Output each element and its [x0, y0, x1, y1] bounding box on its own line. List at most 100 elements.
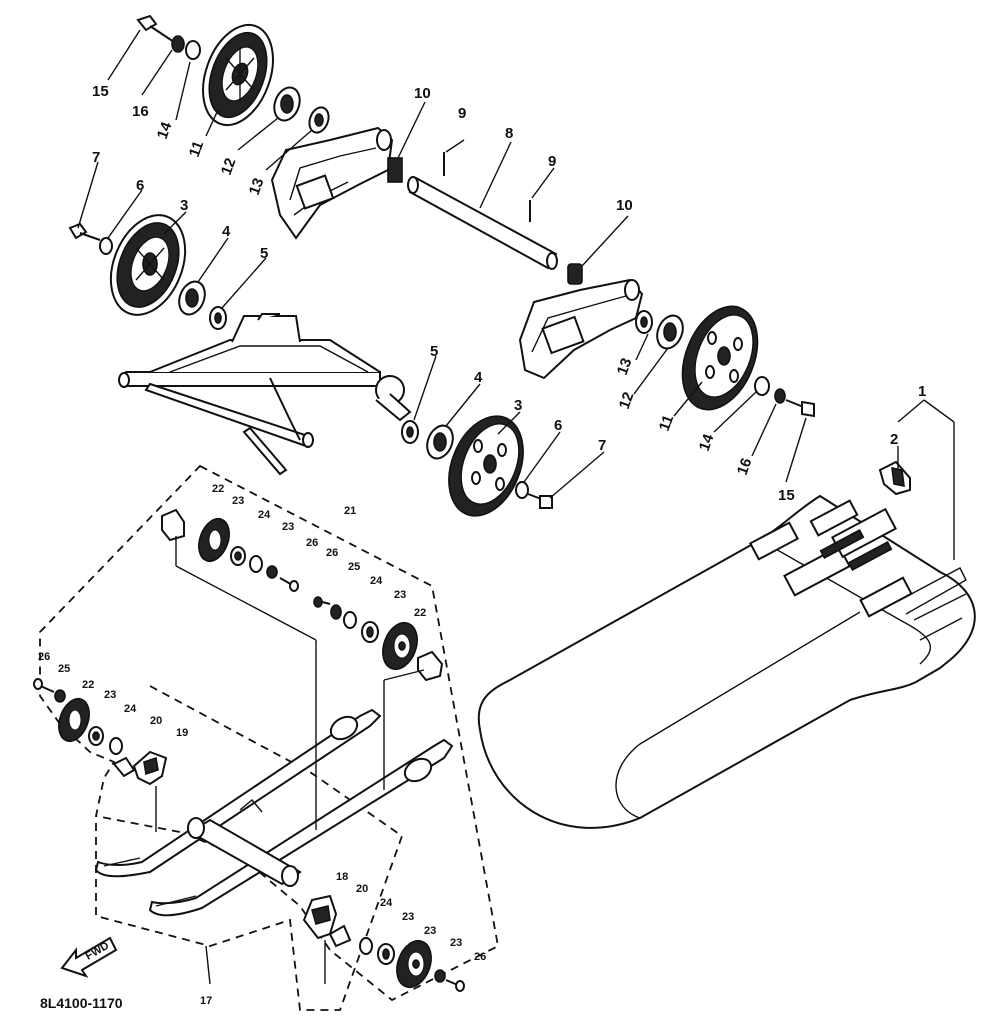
callout-23e: 23	[402, 911, 414, 923]
callout-25b: 25	[58, 663, 70, 675]
bearing-23-left	[88, 726, 104, 746]
callout-6b: 6	[554, 417, 562, 434]
bolt-26-mid	[313, 596, 331, 608]
callout-5: 5	[260, 245, 268, 262]
callout-23f: 23	[424, 925, 436, 937]
runner-rails	[94, 708, 454, 917]
collar-5-left	[209, 306, 227, 330]
swing-arm-right	[518, 278, 644, 380]
callout-10: 10	[414, 85, 431, 102]
callout-22b: 22	[414, 607, 426, 619]
washer-14-right	[754, 376, 770, 396]
callout-26b: 26	[326, 547, 338, 559]
washer-16-top	[171, 35, 185, 53]
callout-3: 3	[180, 197, 188, 214]
wheel-11-top	[202, 23, 274, 127]
callout-23g: 23	[450, 937, 462, 949]
callout-24c: 24	[124, 703, 137, 715]
wheel-22-top	[198, 517, 230, 563]
slide-frame	[118, 313, 412, 476]
callout-15b: 15	[778, 487, 795, 504]
leader-line-e	[383, 669, 425, 681]
wheel-22-mid	[382, 621, 418, 671]
bearing-4-right	[426, 424, 454, 460]
callout-23: 23	[232, 495, 244, 507]
bracket-20-top	[112, 756, 136, 778]
callout-leaders	[77, 29, 955, 560]
group-21-outline	[39, 464, 500, 1002]
group-17-outline	[95, 685, 404, 1011]
wheel-3-right	[448, 415, 524, 517]
washer-16-right	[774, 388, 786, 404]
callout-4: 4	[222, 223, 231, 240]
callout-20: 20	[150, 715, 162, 727]
leader-line-b	[175, 565, 317, 641]
bolt-15-top	[136, 14, 175, 43]
washer-25-left	[54, 689, 66, 703]
callout-25: 25	[348, 561, 360, 573]
callout-17: 17	[200, 995, 212, 1007]
bracket-mid-right	[417, 650, 444, 682]
pin-10-top	[387, 157, 403, 183]
callout-21: 21	[344, 505, 356, 517]
callout-22c: 22	[82, 679, 94, 691]
bearing-23-top	[230, 546, 246, 566]
bracket-20-bottom	[328, 924, 352, 948]
wheel-22-bottom	[396, 939, 432, 989]
collar-5-right	[401, 420, 419, 444]
wheel-11-right	[681, 305, 759, 411]
callout-6: 6	[136, 177, 144, 194]
callout-14b: 14	[696, 431, 718, 453]
bolt-23-top	[266, 565, 278, 579]
wheel-22-left	[58, 697, 90, 743]
washer-6-left	[99, 237, 113, 255]
bolt-7-right	[527, 493, 553, 509]
shaft-8	[407, 176, 558, 270]
bearing-12-right	[656, 314, 684, 350]
callout-5b: 5	[430, 343, 438, 360]
bearing-23-mid	[361, 621, 379, 643]
track-belt	[477, 494, 976, 829]
callout-11b: 11	[656, 413, 677, 434]
callout-23c: 23	[394, 589, 406, 601]
bearing-23-bottom	[377, 943, 395, 965]
callout-12: 12	[218, 156, 240, 177]
callout-10b: 10	[616, 197, 633, 214]
callout-23b: 23	[282, 521, 294, 533]
callout-23d: 23	[104, 689, 116, 701]
callout-24d: 24	[380, 897, 393, 909]
wheel-3-left	[109, 214, 187, 316]
bolt-26-bottom	[445, 979, 465, 992]
bearing-12-top	[273, 86, 301, 122]
callout-15: 15	[92, 83, 109, 100]
callout-7b: 7	[598, 437, 606, 454]
callout-16: 16	[132, 103, 149, 120]
callout-16b: 16	[734, 456, 756, 477]
callout-12b: 12	[616, 390, 638, 411]
callout-18: 18	[336, 871, 348, 883]
callout-19: 19	[176, 727, 188, 739]
swing-arm-left	[270, 126, 394, 240]
callout-7: 7	[92, 149, 100, 166]
callouts: 15 16 14 11 12 13 7 6 3 4 5 10 9 8 9 10 …	[38, 83, 926, 1011]
callout-11: 11	[186, 139, 207, 160]
bracket-top-left	[161, 508, 185, 542]
callout-22: 22	[212, 483, 224, 495]
washer-25-mid	[330, 604, 342, 620]
callout-3b: 3	[514, 397, 522, 414]
pin-10-bottom	[567, 263, 583, 285]
callout-24: 24	[258, 509, 271, 521]
leader-line-h	[205, 945, 211, 985]
bolt-26-left	[33, 678, 55, 693]
callout-14: 14	[154, 119, 176, 141]
callout-2: 2	[890, 431, 898, 448]
bracket-18	[302, 894, 338, 940]
bolt-15-right	[785, 399, 815, 418]
bolt-7-left	[68, 222, 101, 241]
diagram-code: 8L4100-1170	[40, 995, 123, 1011]
bracket-19	[132, 750, 168, 786]
callout-4b: 4	[474, 369, 483, 386]
callout-26d: 26	[474, 951, 486, 963]
callout-9: 9	[458, 105, 466, 122]
callout-20b: 20	[356, 883, 368, 895]
